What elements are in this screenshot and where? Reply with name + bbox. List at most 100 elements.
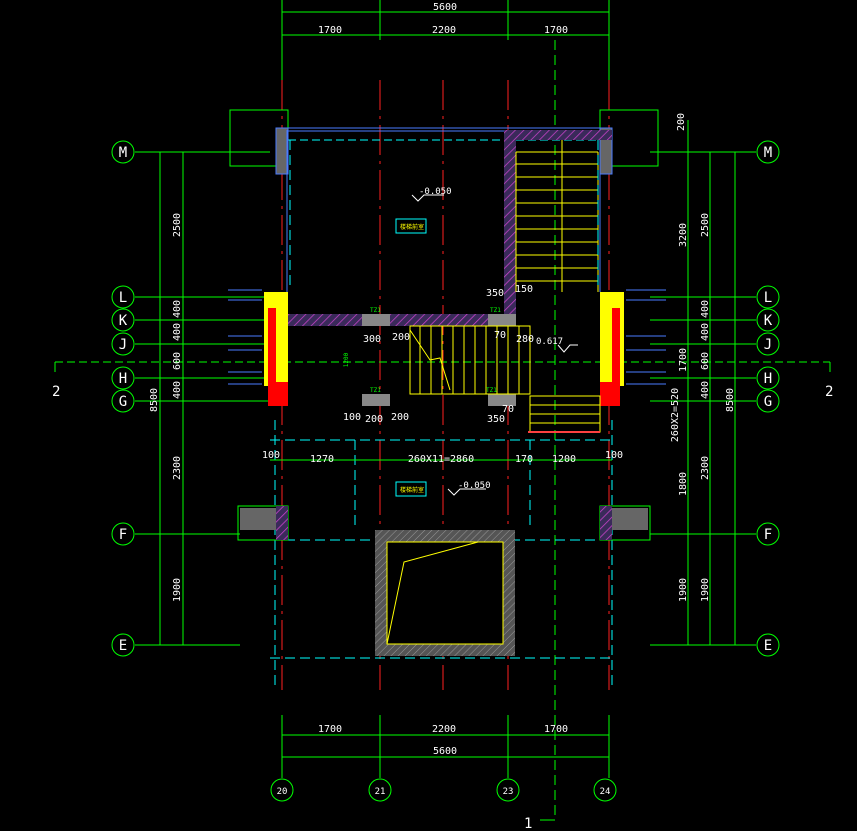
stair-dim-150: 150 xyxy=(515,284,533,295)
mid-wall-lines xyxy=(228,289,666,385)
row-label-f-right: F xyxy=(764,527,772,543)
row-label-h-right: H xyxy=(764,371,772,387)
right-dim-upper-a: 3200 xyxy=(678,223,689,247)
top-dim-mid: 2200 xyxy=(432,25,456,36)
bottom-dim-left: 1700 xyxy=(318,724,342,735)
row-label-j-right: J xyxy=(764,337,772,353)
room-tag-upper-box xyxy=(395,218,427,234)
right-dim-lower-b: 1900 xyxy=(678,578,689,602)
right-dim-stack-1: 400 xyxy=(700,300,711,318)
stair-wall-mid xyxy=(287,314,516,326)
tz-column-4 xyxy=(488,394,516,406)
col-label-21: 21 xyxy=(375,787,386,797)
right-dim-mid-a: 1700 xyxy=(678,348,689,372)
lower-right-pier xyxy=(612,508,648,530)
lower-left-pier xyxy=(240,508,276,530)
section-mark-right: 2 xyxy=(825,384,833,400)
left-dim-stack-1: 400 xyxy=(172,300,183,318)
lower-left-pier-hatch xyxy=(276,506,288,540)
tz-column-2 xyxy=(488,314,516,326)
row-grid-lines xyxy=(135,151,756,646)
stair-wall-top xyxy=(504,130,612,140)
left-dim-stack-3: 600 xyxy=(172,352,183,370)
row-label-k-right: K xyxy=(764,313,773,329)
left-dimension-lines xyxy=(155,151,188,646)
stair-dim-1200: 1200 xyxy=(343,352,350,367)
section-line-1 xyxy=(540,40,556,821)
bottom-dim-total: 5600 xyxy=(433,746,457,757)
right-red-base xyxy=(600,382,620,406)
right-dim-total: 8500 xyxy=(725,388,736,412)
stair-dim-300: 300 xyxy=(363,334,381,345)
right-dim-stack-2: 400 xyxy=(700,323,711,341)
level-upper: -0.050 xyxy=(419,187,452,197)
stair-dim-70-top: 70 xyxy=(494,330,506,341)
tz-tag-2: TZ1 xyxy=(490,307,501,314)
upper-stair-treads xyxy=(515,140,599,292)
right-dim-mid-b: 2300 xyxy=(700,456,711,480)
interior-dim-2860: 260X11=2860 xyxy=(408,454,474,465)
right-dim-stair: 260X2=520 xyxy=(670,388,681,442)
row-label-e-right: E xyxy=(764,638,772,654)
bottom-dimension-group xyxy=(270,715,617,802)
tz-column-1 xyxy=(362,314,390,326)
left-dim-total: 8500 xyxy=(149,388,160,412)
left-dim-lower: 1900 xyxy=(172,578,183,602)
row-label-k-left: K xyxy=(119,313,128,329)
tz-tag-1: TZ1 xyxy=(370,307,381,314)
room-tag-lower-box xyxy=(395,481,427,497)
left-dim-stack-4: 400 xyxy=(172,381,183,399)
middle-stair-treads xyxy=(409,325,601,433)
right-dim-stack-4: 400 xyxy=(700,381,711,399)
left-dim-stack-2: 400 xyxy=(172,323,183,341)
level-markers xyxy=(411,194,578,496)
level-lower: -0.050 xyxy=(458,481,491,491)
interior-dim-100-right: 100 xyxy=(605,450,623,461)
row-label-f-left: F xyxy=(119,527,127,543)
stair-dim-350-top: 350 xyxy=(486,288,504,299)
right-dim-stack-3: 600 xyxy=(700,352,711,370)
row-label-l-left: L xyxy=(119,290,127,306)
elevator-pit xyxy=(375,530,515,656)
right-dim-lower-a: 1800 xyxy=(678,472,689,496)
lower-right-pier-hatch xyxy=(600,506,612,540)
stair-dim-280: 280 xyxy=(516,334,534,345)
left-dim-mid: 2300 xyxy=(172,456,183,480)
left-red-column xyxy=(268,308,276,388)
interior-dim-1270: 1270 xyxy=(310,454,334,465)
top-dim-left: 1700 xyxy=(318,25,342,36)
right-dimension-lines xyxy=(687,120,736,645)
right-red-column xyxy=(612,308,620,388)
stair-dim-200-bl: 200 xyxy=(365,414,383,425)
row-label-j-left: J xyxy=(119,337,127,353)
bottom-dim-mid: 2200 xyxy=(432,724,456,735)
tz-tag-3: TZ1 xyxy=(370,387,381,394)
stair-dim-200-top: 200 xyxy=(392,332,410,343)
right-dim-upper-b: 2500 xyxy=(700,213,711,237)
row-label-m-right: M xyxy=(764,145,772,161)
left-red-base xyxy=(268,382,288,406)
right-dim-top: 200 xyxy=(676,113,687,131)
row-label-l-right: L xyxy=(764,290,772,306)
row-bubbles xyxy=(111,140,780,657)
section-mark-bottom: 1 xyxy=(524,816,532,831)
left-dim-upper: 2500 xyxy=(172,213,183,237)
right-dim-lower-c: 1900 xyxy=(700,578,711,602)
col-label-24: 24 xyxy=(600,787,611,797)
stair-dim-100: 100 xyxy=(343,412,361,423)
interior-dim-170: 170 xyxy=(515,454,533,465)
stair-dim-350-bot: 350 xyxy=(487,414,505,425)
section-mark-left: 2 xyxy=(52,384,60,400)
row-label-g-left: G xyxy=(119,394,127,410)
room-tag-lower: 楼梯前室 xyxy=(400,486,424,494)
stair-dim-70-bot: 70 xyxy=(502,404,514,415)
interior-dim-1200: 1200 xyxy=(552,454,576,465)
tz-column-3 xyxy=(362,394,390,406)
tz-tag-4: TZ1 xyxy=(486,387,497,394)
stair-dim-200-br: 200 xyxy=(391,412,409,423)
row-label-e-left: E xyxy=(119,638,127,654)
top-dim-total: 5600 xyxy=(433,2,457,13)
